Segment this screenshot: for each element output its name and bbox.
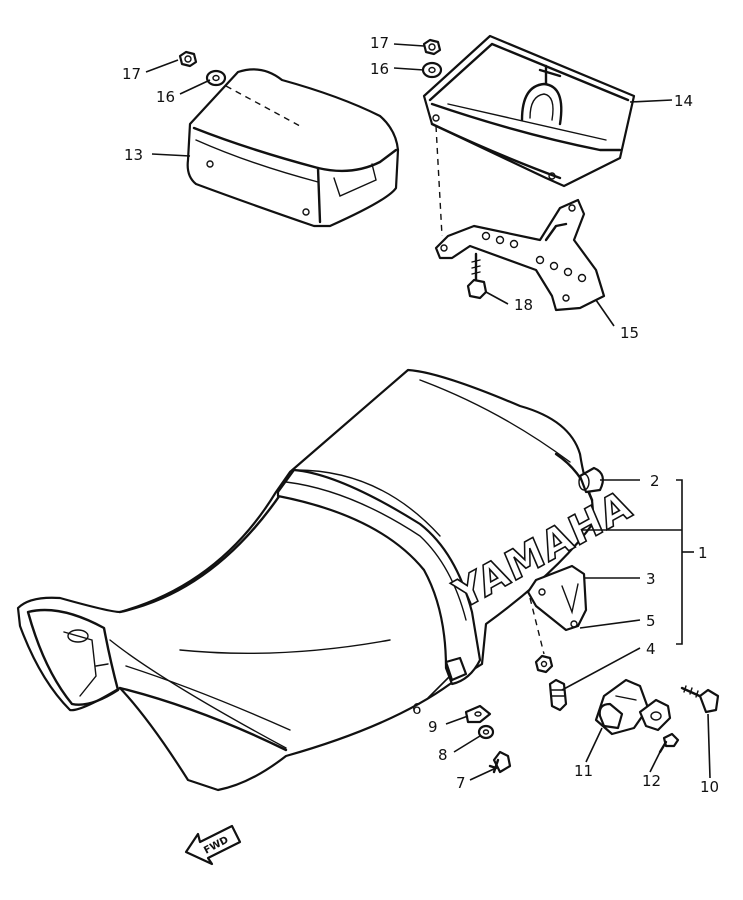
- tail-cover-13: [186, 68, 400, 228]
- bolt-18: [466, 252, 488, 300]
- label-4: 4: [646, 640, 656, 658]
- forward-direction-arrow: FWD: [184, 824, 242, 866]
- label-17-left: 17: [122, 65, 141, 83]
- label-17-right: 17: [370, 34, 389, 52]
- nut-5: [534, 654, 554, 674]
- label-3: 3: [646, 570, 656, 588]
- label-12: 12: [642, 772, 661, 790]
- label-15: 15: [620, 324, 639, 342]
- label-6: 6: [412, 700, 422, 718]
- label-10: 10: [700, 778, 719, 796]
- label-2: 2: [650, 472, 660, 490]
- label-5: 5: [646, 612, 656, 630]
- washer-16-left: [205, 69, 227, 87]
- bolt-4: [548, 678, 568, 712]
- label-16-right: 16: [370, 60, 389, 78]
- bolt-7: [488, 750, 512, 774]
- bolt-10: [680, 685, 720, 714]
- washer-16-right: [421, 61, 443, 79]
- leader-lines: [145, 43, 711, 781]
- part-labels: 17 16 13 17 16 14 15 18 2 1 3 5 4 6 9 8 …: [122, 34, 719, 796]
- tray-14: [422, 34, 636, 188]
- seat-lock-11: [594, 678, 672, 736]
- label-7: 7: [456, 774, 466, 792]
- label-1: 1: [698, 544, 708, 562]
- label-16-left: 16: [156, 88, 175, 106]
- grommet-2: [578, 466, 605, 494]
- screw-12: [658, 732, 680, 754]
- washer-9: [464, 704, 492, 724]
- label-13: 13: [124, 146, 143, 164]
- nut-17-right: [422, 38, 442, 56]
- nut-8: [477, 724, 495, 740]
- label-8: 8: [438, 746, 448, 764]
- label-11: 11: [574, 762, 593, 780]
- hook-6: [444, 656, 468, 682]
- label-18: 18: [514, 296, 533, 314]
- bracket-15: [434, 198, 606, 312]
- label-14: 14: [674, 92, 693, 110]
- nut-17-left: [178, 50, 198, 68]
- label-9: 9: [428, 718, 438, 736]
- plate-3: [526, 564, 588, 632]
